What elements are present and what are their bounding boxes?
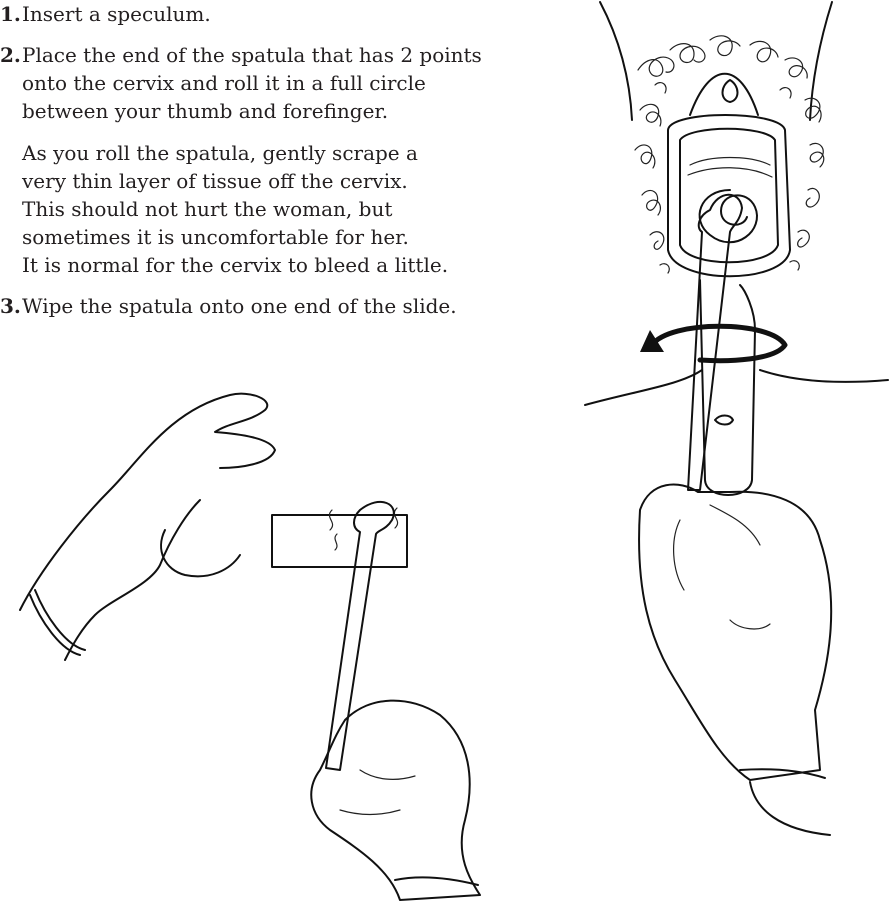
note-line-5: It is normal for the cervix to bleed a l… [22, 251, 590, 279]
gloved-hand [639, 485, 831, 835]
step-2-line-3: between your thumb and forefinger. [22, 97, 590, 125]
step-3-line-1: Wipe the spatula onto one end of the sli… [22, 292, 590, 320]
step-2: 2. Place the end of the spatula that has… [0, 41, 590, 125]
step-3: 3. Wipe the spatula onto one end of the … [0, 292, 590, 320]
step-2-number: 2. [0, 41, 21, 69]
step-3-number: 3. [0, 292, 21, 320]
step-2-line-1: Place the end of the spatula that has 2 … [22, 41, 590, 69]
instructions: 1. Insert a speculum. 2. Place the end o… [0, 0, 590, 333]
left-gloved-hand [20, 394, 275, 660]
note-line-1: As you roll the spatula, gently scrape a [22, 139, 590, 167]
note-line-4: sometimes it is uncomfortable for her. [22, 223, 590, 251]
step-1-line-1: Insert a speculum. [22, 0, 590, 28]
step-2-line-2: onto the cervix and roll it in a full ci… [22, 69, 590, 97]
note-line-3: This should not hurt the woman, but [22, 195, 590, 223]
step-1: 1. Insert a speculum. [0, 0, 590, 28]
glass-slide [272, 515, 407, 567]
step-2-note: As you roll the spatula, gently scrape a… [0, 139, 590, 279]
right-gloved-hand [311, 701, 480, 900]
slide-wiping-illustration [0, 350, 500, 903]
step-1-number: 1. [0, 0, 21, 28]
note-line-2: very thin layer of tissue off the cervix… [22, 167, 590, 195]
speculum-spatula-illustration [580, 0, 890, 880]
